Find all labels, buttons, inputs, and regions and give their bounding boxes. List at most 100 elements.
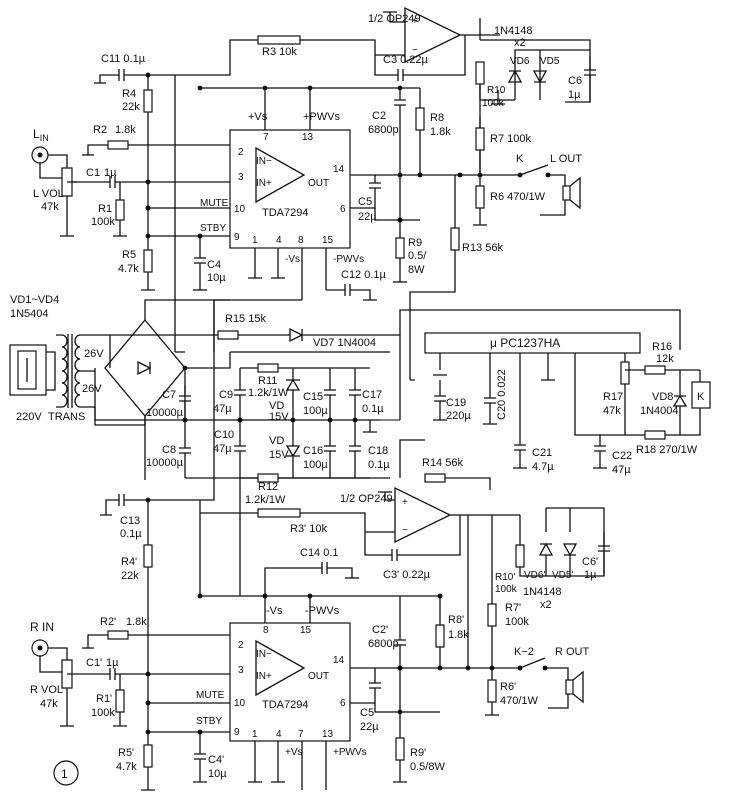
- right-r6: [487, 679, 497, 703]
- svg-text:2: 2: [238, 640, 244, 651]
- svg-text:15: 15: [322, 235, 334, 246]
- relay-coil-label: K: [697, 391, 705, 403]
- right-c13-value: 0.1µ: [120, 528, 142, 540]
- r14-label: R14 56k: [422, 457, 463, 469]
- r17-value: 47k: [603, 405, 621, 417]
- left-c4-value: 10µ: [207, 272, 226, 284]
- vd8: [672, 394, 688, 407]
- right-r2-name: R2': [100, 616, 116, 628]
- left-c2-value: 6800p: [368, 124, 399, 136]
- left-c4-name: C4: [207, 259, 221, 271]
- c8-value: 10000µ: [146, 457, 184, 469]
- right-r7-value: 100k: [505, 616, 529, 628]
- right-c4-name: C4': [208, 754, 224, 766]
- right-vd5: [562, 543, 578, 557]
- left-r3-label: R3 10k: [262, 46, 297, 58]
- svg-text:IN+: IN+: [256, 671, 272, 682]
- svg-text:-Vs: -Vs: [285, 254, 300, 265]
- right-c13-name: C13: [120, 515, 140, 527]
- left-r6-label: R6 470/1W: [490, 191, 546, 203]
- power-supply: VD1~VD4 1N5404 220V TRANS 26V 26V C7 100…: [9, 294, 681, 506]
- svg-text:8: 8: [298, 235, 304, 246]
- left-r6: [475, 185, 485, 209]
- svg-text:MUTE: MUTE: [196, 690, 225, 701]
- left-relay-label: K: [516, 153, 524, 165]
- svg-text:9: 9: [234, 727, 240, 738]
- c9-name: C9: [219, 389, 233, 401]
- r11: [257, 363, 279, 373]
- right-r5-name: R5': [118, 747, 134, 759]
- transformer-primary: 220V: [16, 411, 42, 423]
- left-c3-label: C3 0.22µ: [383, 54, 429, 66]
- left-r8-value: 1.8k: [430, 126, 451, 138]
- left-c1-value: 1µ: [104, 167, 117, 179]
- c8-name: C8: [162, 444, 176, 456]
- left-r1: [115, 199, 125, 221]
- c9-value: 47µ: [213, 403, 232, 415]
- left-output-label: L OUT: [550, 153, 582, 165]
- svg-text:10: 10: [234, 204, 246, 215]
- left-ic-name: TDA7294: [262, 207, 308, 219]
- svg-text:VD6: VD6: [510, 56, 530, 67]
- c16-value: 100µ: [303, 459, 328, 471]
- r16: [644, 365, 666, 375]
- right-c2-value: 6800p: [368, 638, 399, 650]
- c17-name: C17: [362, 389, 382, 401]
- left-diodes-count: x2: [514, 37, 526, 49]
- left-r9-value-1: 0.5/: [408, 250, 427, 262]
- right-r5-value: 4.7k: [116, 761, 137, 773]
- right-r8-value: 1.8k: [448, 629, 469, 641]
- left-r8: [415, 107, 425, 131]
- r11-value: 1.2k/1W: [248, 387, 289, 399]
- c7-value: 10000µ: [146, 407, 184, 419]
- right-r4: [143, 544, 153, 568]
- svg-text:+: +: [402, 497, 408, 508]
- left-r9: [395, 237, 405, 259]
- left-r9-value-2: 8W: [408, 264, 425, 276]
- r14: [424, 473, 446, 483]
- vd8-name: VD8: [652, 391, 673, 403]
- right-r9-name: R9': [410, 747, 426, 759]
- left-r10-name: R10: [487, 85, 506, 96]
- left-c6-name: C6: [568, 75, 582, 87]
- svg-text:+: +: [412, 16, 418, 27]
- right-volume-label-2: 47k: [40, 698, 58, 710]
- svg-text:14: 14: [333, 655, 345, 666]
- left-tda7294: [229, 129, 351, 249]
- figure-number-circle: [53, 760, 79, 786]
- vd7: [289, 327, 304, 343]
- zener-bottom: [285, 420, 301, 478]
- right-r3-label: R3' 10k: [290, 523, 327, 535]
- svg-text:STBY: STBY: [196, 716, 222, 727]
- right-c5-name: C5': [360, 707, 376, 719]
- svg-text:7: 7: [263, 132, 269, 143]
- left-r4: [143, 89, 153, 113]
- right-r6-value: 470/1W: [500, 695, 539, 707]
- upc1237ha: [424, 332, 641, 354]
- c15-value: 100µ: [303, 405, 328, 417]
- c21-value: 4.7µ: [532, 461, 554, 473]
- left-r4-name: R4: [122, 88, 136, 100]
- right-r1-value: 100k: [91, 707, 115, 719]
- c22-value: 47µ: [612, 464, 631, 476]
- right-ic-name: TDA7294: [262, 699, 308, 711]
- left-r2-name: R2: [93, 124, 107, 136]
- svg-text:3: 3: [238, 665, 244, 676]
- right-vd6: [538, 542, 554, 556]
- svg-text:13: 13: [322, 729, 334, 740]
- left-c12-label: C12 0.1µ: [341, 269, 387, 281]
- c18-name: C18: [368, 445, 388, 457]
- left-r2-value: 1.8k: [115, 124, 136, 136]
- vd7-label: VD7 1N4004: [313, 337, 376, 349]
- c21-name: C21: [532, 447, 552, 459]
- left-c11-label: C11 0.1µ: [101, 53, 146, 65]
- svg-text:IN−: IN−: [256, 649, 272, 660]
- right-op249-label: 1/2 OP249: [340, 493, 393, 505]
- left-vd5: [532, 70, 548, 84]
- r15-label: R15 15k: [225, 313, 266, 325]
- r15: [217, 330, 239, 340]
- zener-top-value: 15V: [269, 411, 289, 423]
- c10-value: 47µ: [213, 443, 232, 455]
- c19-name: C19: [446, 397, 466, 409]
- left-input-label: LIN: [33, 127, 49, 143]
